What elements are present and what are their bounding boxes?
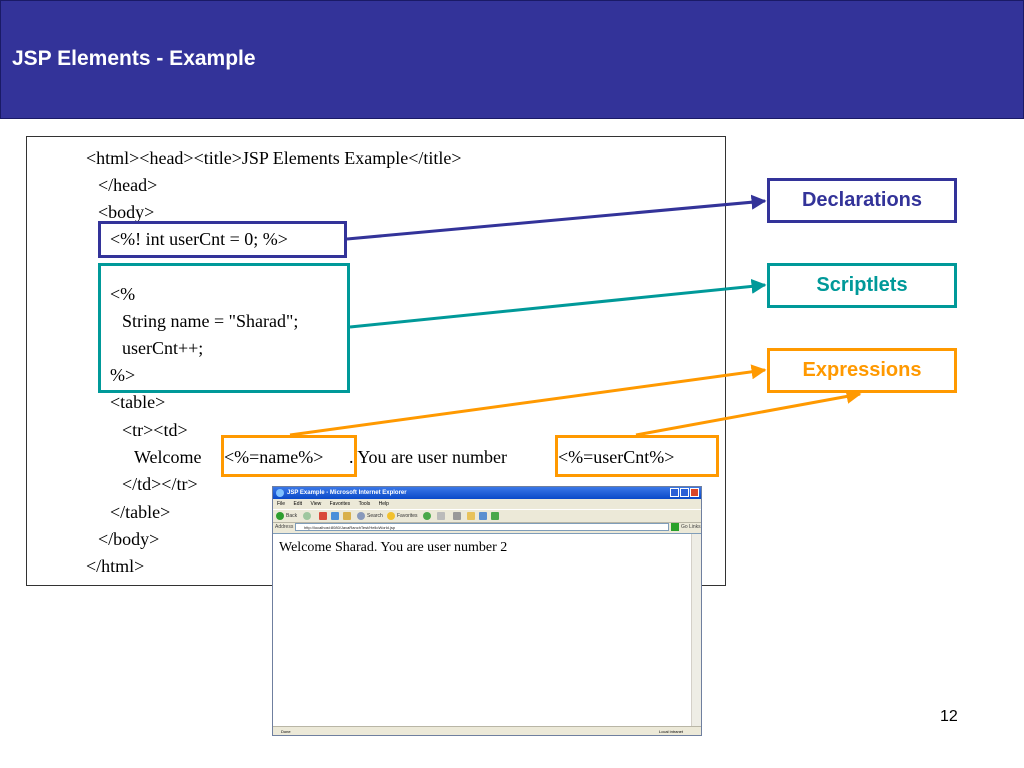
code-line-17: </body>	[98, 529, 160, 549]
code-line-5: <%	[110, 284, 136, 304]
code-line-4: <%! int userCnt = 0; %>	[110, 229, 288, 249]
maximize-icon[interactable]	[680, 488, 689, 497]
scriptlets-label: Scriptlets	[767, 263, 957, 308]
menu-favorites[interactable]: Favorites	[329, 501, 351, 507]
expressions-label: Expressions	[767, 348, 957, 393]
scriptlet-highlight	[98, 263, 350, 393]
favorites-label[interactable]: Favorites	[397, 513, 418, 519]
menu-tools[interactable]: Tools	[358, 501, 371, 507]
back-label[interactable]: Back	[286, 513, 298, 519]
code-line-18: </html>	[86, 556, 145, 576]
menu-help[interactable]: Help	[378, 501, 389, 507]
status-done: Done	[281, 729, 291, 734]
history-icon[interactable]	[423, 512, 431, 520]
search-label[interactable]: Search	[367, 513, 383, 519]
code-line-welcome: Welcome	[134, 447, 207, 467]
page-number: 12	[940, 708, 958, 725]
messenger-icon[interactable]	[491, 512, 499, 520]
code-line-7: userCnt++;	[122, 338, 204, 358]
home-icon[interactable]	[343, 512, 351, 520]
browser-statusbar: Done Local intranet	[273, 726, 701, 735]
code-line-10: <tr><td>	[122, 420, 188, 440]
browser-toolbar: Back Search Favorites	[273, 509, 701, 523]
go-icon[interactable]	[671, 523, 679, 531]
usercnt-expression-highlight	[555, 435, 719, 477]
search-icon[interactable]	[357, 512, 365, 520]
declarations-label: Declarations	[767, 178, 957, 223]
mail-icon[interactable]	[437, 512, 445, 520]
code-expr-usercnt: <%=userCnt%>	[558, 447, 675, 467]
browser-content: Welcome Sharad. You are user number 2	[273, 533, 701, 726]
browser-menubar: File Edit View Favorites Tools Help	[273, 499, 701, 509]
minimize-icon[interactable]	[670, 488, 679, 497]
print-icon[interactable]	[453, 512, 461, 520]
menu-file[interactable]: File	[277, 501, 286, 507]
close-icon[interactable]	[690, 488, 699, 497]
code-line-6: String name = "Sharad";	[122, 311, 299, 331]
address-input[interactable]: http://localhost:8080/JavaRanchTest/Hell…	[295, 523, 669, 531]
code-line-user-number: . You are user number	[349, 447, 512, 467]
browser-output-text: Welcome Sharad. You are user number 2	[279, 540, 508, 555]
back-icon[interactable]	[276, 512, 284, 520]
slide-title: JSP Elements - Example	[12, 47, 256, 70]
declaration-highlight	[98, 221, 347, 258]
code-line-16: </table>	[110, 502, 171, 522]
menu-edit[interactable]: Edit	[293, 501, 303, 507]
code-expr-name: <%=name%>	[224, 447, 324, 467]
folder-icon[interactable]	[467, 512, 475, 520]
code-line-2: </head>	[98, 175, 158, 195]
refresh-icon[interactable]	[331, 512, 339, 520]
favorites-icon[interactable]	[387, 512, 395, 520]
browser-window: JSP Example - Microsoft Internet Explore…	[272, 486, 702, 736]
code-line-8: %>	[110, 365, 136, 385]
slide-header: JSP Elements - Example	[0, 0, 1024, 119]
address-label: Address	[275, 524, 294, 530]
status-zone: Local intranet	[659, 729, 684, 734]
code-line-1: <html><head><title>JSP Elements Example<…	[86, 148, 462, 168]
go-label[interactable]: Go	[681, 524, 688, 530]
browser-title: JSP Example - Microsoft Internet Explore…	[287, 490, 407, 496]
menu-view[interactable]: View	[310, 501, 322, 507]
forward-icon[interactable]	[303, 512, 311, 520]
ie-logo-icon	[276, 489, 284, 497]
code-line-15: </td></tr>	[122, 474, 198, 494]
browser-scrollbar[interactable]	[691, 534, 701, 726]
code-line-3: <body>	[98, 202, 155, 222]
browser-titlebar: JSP Example - Microsoft Internet Explore…	[273, 487, 701, 499]
name-expression-highlight	[221, 435, 357, 477]
links-label[interactable]: Links	[689, 524, 701, 530]
code-line-9: <table>	[110, 392, 166, 412]
stop-icon[interactable]	[319, 512, 327, 520]
edit-icon[interactable]	[479, 512, 487, 520]
browser-addressbar: Address http://localhost:8080/JavaRanchT…	[273, 522, 701, 532]
